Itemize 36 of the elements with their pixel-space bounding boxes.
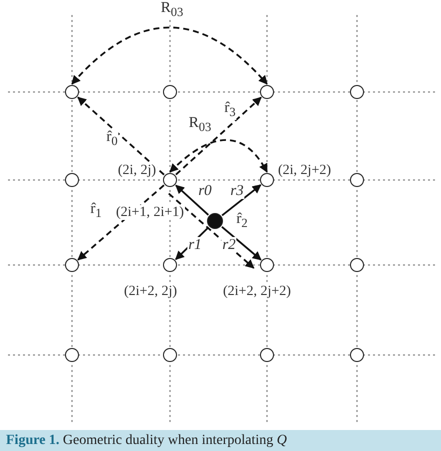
arrow — [221, 226, 262, 261]
grid-point-circle — [350, 348, 364, 362]
dashed-arrow — [168, 192, 254, 269]
center-point-dot — [207, 213, 223, 229]
coordinate-label: (2i+1, 2i+1) — [115, 205, 185, 220]
edge-label: r̂$_{3}$ — [223, 100, 237, 120]
grid-point-circle — [163, 258, 177, 272]
grid-point-circle — [65, 173, 79, 187]
grid-point-circle — [65, 258, 79, 272]
grid-point-circle — [350, 173, 364, 187]
grid-point-circle — [260, 258, 274, 272]
grid-point-circle — [260, 173, 274, 187]
dashed-arrow — [169, 139, 268, 173]
grid-point-circle — [163, 348, 177, 362]
coordinate-label: (2i+2, 2j+2) — [222, 284, 292, 299]
grid-point-circle — [163, 85, 177, 99]
dashed-arrow — [77, 184, 165, 260]
arrow — [175, 184, 209, 216]
dashed-arrow — [175, 96, 262, 176]
coordinate-label: (2i+2, 2j) — [123, 284, 178, 299]
grid-point-circle — [350, 85, 364, 99]
grid-point-circle — [260, 348, 274, 362]
grid-point-circle — [260, 85, 274, 99]
grid-point-circle — [65, 348, 79, 362]
dashed-arrow — [71, 26, 268, 85]
grid-point-circle — [65, 85, 79, 99]
grid-point-circle — [350, 258, 364, 272]
edge-label: R$_{03}$ — [160, 0, 184, 20]
edge-label: r3 — [229, 183, 245, 199]
arrow — [222, 184, 262, 216]
figure-caption: Figure 1. Geometric duality when interpolating Q — [0, 430, 441, 451]
dashed-arrow — [77, 96, 165, 176]
edge-label: r2 — [221, 237, 237, 253]
coordinate-label: (2i, 2j) — [116, 163, 157, 178]
grid-point-circle — [163, 173, 177, 187]
coordinate-label: (2i, 2j+2) — [277, 163, 332, 178]
